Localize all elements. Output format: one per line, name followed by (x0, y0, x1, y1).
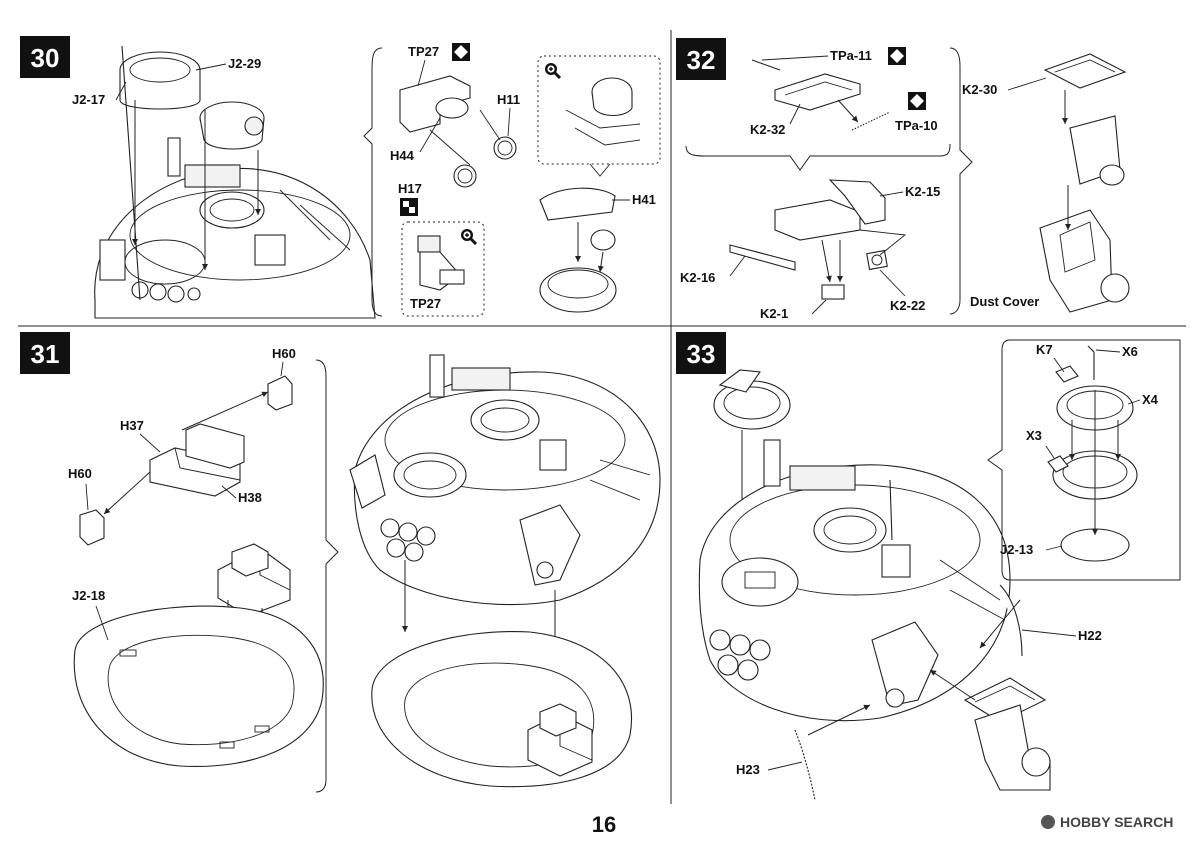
callout-label: K2-32 (750, 122, 785, 137)
callout-label: H38 (238, 490, 262, 505)
callout-label: J2-13 (1000, 542, 1033, 557)
turret-floor-plate (73, 605, 324, 768)
callout-label: Dust Cover (970, 294, 1039, 309)
callout-label: K2-15 (905, 184, 940, 199)
group-bracket (363, 47, 383, 317)
detail-box (401, 221, 485, 317)
callout-label: H37 (120, 418, 144, 433)
paint-square-icon (400, 198, 418, 216)
dust-cover-part (1039, 53, 1130, 313)
callout-label: J2-17 (72, 92, 105, 107)
dust-cover-frame-part (751, 59, 891, 131)
tp27-detail (417, 235, 465, 291)
paint-diamond-icon (452, 43, 470, 61)
turret-floor-plate (371, 630, 632, 788)
callout-label: J2-18 (72, 588, 105, 603)
step-number: 30 (31, 43, 60, 73)
cupola-part (199, 101, 265, 150)
step-number: 31 (31, 339, 60, 369)
callout-label: K2-16 (680, 270, 715, 285)
grab-rail-part (794, 729, 816, 801)
step-30-panel: 30 (20, 36, 661, 319)
callout-label: H17 (398, 181, 422, 196)
step-number-badge (20, 332, 70, 374)
group-bracket (685, 143, 951, 171)
step-number-badge (676, 332, 726, 374)
box-assembly (217, 543, 291, 748)
step-number-badge (20, 36, 70, 78)
callout-label: K2-30 (962, 82, 997, 97)
callout-label: H44 (390, 148, 415, 163)
group-bracket (315, 359, 339, 793)
cupola-base-assembly (539, 187, 617, 313)
magnify-icon (543, 61, 562, 80)
step-32-panel: 32 TPa-11 K2-32 TPa-10 (676, 38, 1130, 321)
callout-label: K2-1 (760, 306, 788, 321)
callout-label: H23 (736, 762, 760, 777)
watermark: HOBBY SEARCH (1041, 814, 1173, 830)
callout-label: K7 (1036, 342, 1053, 357)
step-31-panel: 31 H60 H37 H38 H60 (20, 332, 661, 793)
step-number: 33 (687, 339, 716, 369)
callout-label: TPa-11 (830, 48, 872, 63)
turret-assembly (94, 137, 376, 319)
page-number: 16 (592, 812, 616, 837)
panel-dividers (18, 30, 1186, 804)
callout-label: H41 (632, 192, 656, 207)
storage-box-parts (79, 375, 293, 546)
callout-label: X3 (1026, 428, 1042, 443)
callout-label: H22 (1078, 628, 1102, 643)
watermark-text: HOBBY SEARCH (1060, 814, 1173, 830)
paint-diamond-icon (908, 92, 926, 110)
step-number-badge (676, 38, 726, 80)
callout-label: X4 (1142, 392, 1159, 407)
paint-diamond-icon (888, 47, 906, 65)
callout-label: H11 (497, 92, 520, 107)
callout-label: H60 (68, 466, 92, 481)
watermark-logo-icon (1041, 815, 1055, 829)
dust-cover-part (929, 669, 1051, 791)
callout-label: TP27 (408, 44, 439, 59)
callout-label: K2-22 (890, 298, 925, 313)
rod-part (121, 45, 141, 301)
magnify-icon (459, 227, 478, 246)
detail-box (987, 339, 1181, 581)
group-bracket (949, 47, 973, 315)
hatch-ring-part (119, 51, 201, 110)
callout-label: TPa-10 (895, 118, 938, 133)
callout-label: X6 (1122, 344, 1138, 359)
cupola-ring-detail (1047, 345, 1138, 562)
dust-cover-lower-assembly (729, 179, 907, 300)
cupola-detail (565, 77, 641, 146)
callout-label: H60 (272, 346, 296, 361)
periscope-subassembly (399, 75, 517, 188)
turret-assembly (698, 439, 1011, 722)
turret-assembly (349, 354, 661, 606)
detail-box (537, 55, 661, 165)
step-number: 32 (687, 45, 716, 75)
grab-rail-part (999, 584, 1023, 657)
callout-label: TP27 (410, 296, 441, 311)
step-33-panel: 33 (676, 332, 1181, 801)
callout-label: J2-29 (228, 56, 261, 71)
